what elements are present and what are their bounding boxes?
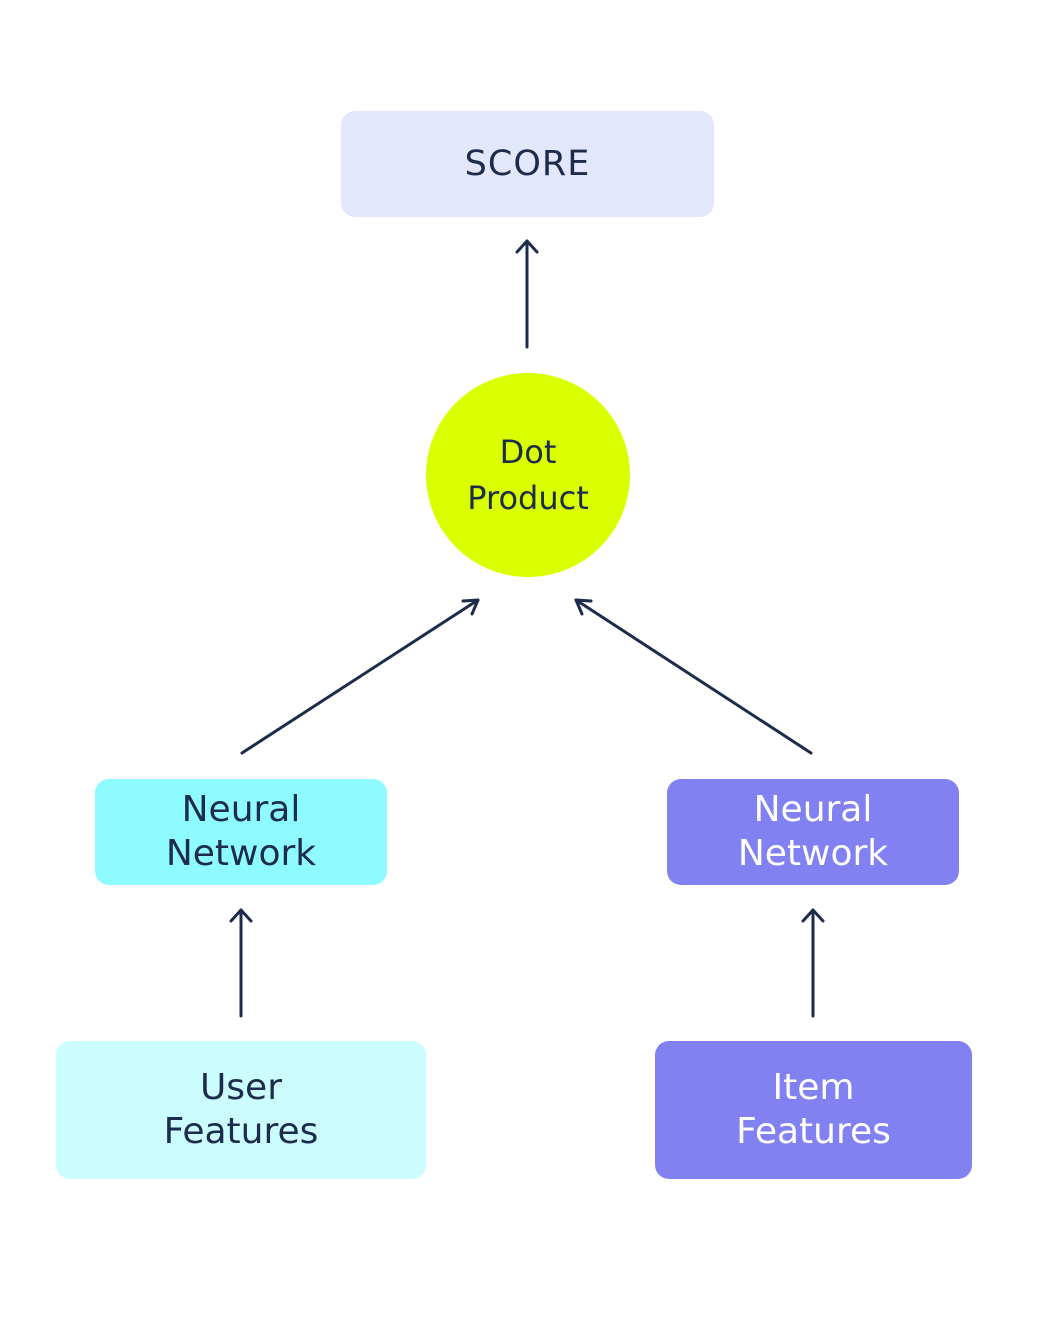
item-features-node: Item Features xyxy=(655,1041,972,1179)
user-features-label-line2: Features xyxy=(163,1111,319,1152)
neural-network-right-node: Neural Network xyxy=(667,779,959,885)
arrow-right-nn-to-dot xyxy=(574,598,813,755)
neural-network-left-label-line2: Network xyxy=(165,833,317,874)
score-label: SCORE xyxy=(464,144,591,184)
neural-network-right-label-line1: Neural xyxy=(753,789,873,830)
arrow-user-to-left-nn xyxy=(229,908,253,1018)
arrow-item-to-right-nn xyxy=(801,908,825,1018)
neural-network-left-label-line1: Neural xyxy=(181,789,301,830)
neural-network-left-node: Neural Network xyxy=(95,779,387,885)
arrow-dot-to-score xyxy=(515,239,539,349)
item-features-label-line1: Item xyxy=(772,1067,855,1108)
user-features-label-line1: User xyxy=(199,1067,283,1108)
score-node: SCORE xyxy=(341,111,714,217)
neural-network-right-label-line2: Network xyxy=(737,833,889,874)
dot-product-label-line2: Product xyxy=(467,479,589,517)
dot-product-node: Dot Product xyxy=(426,373,630,577)
dot-product-label-line1: Dot xyxy=(499,433,557,471)
arrow-left-nn-to-dot xyxy=(240,598,480,755)
user-features-node: User Features xyxy=(56,1041,426,1179)
item-features-label-line2: Features xyxy=(736,1111,891,1152)
